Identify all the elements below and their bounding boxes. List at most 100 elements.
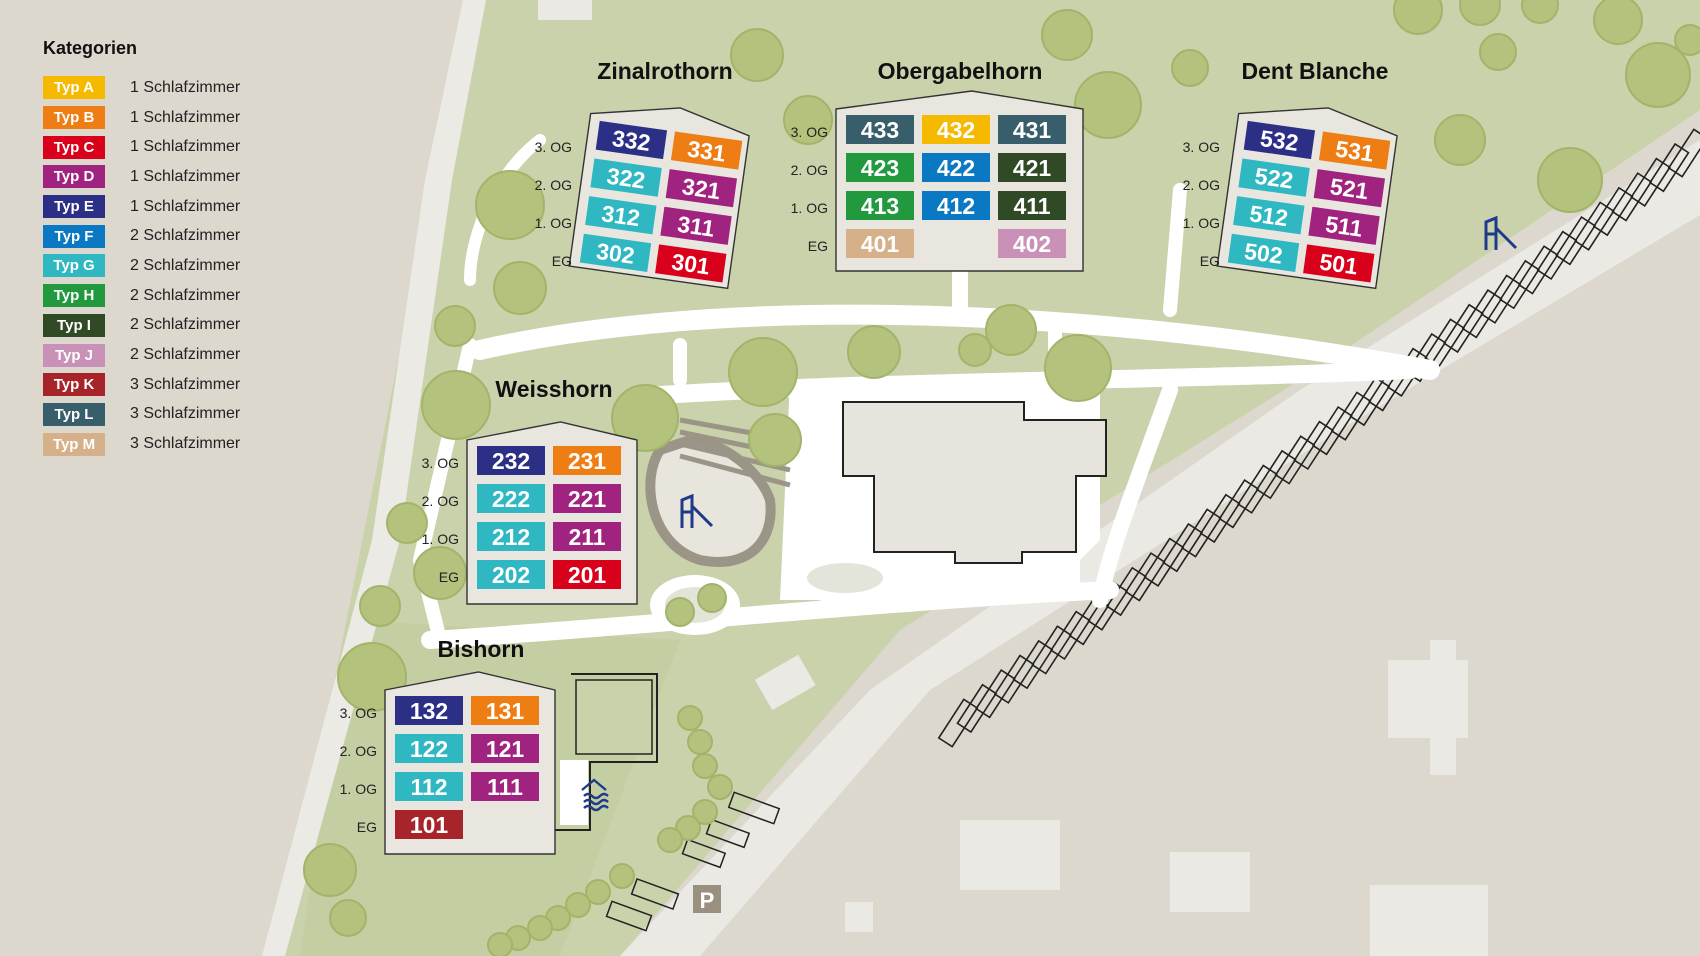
unit-111[interactable] (471, 772, 539, 801)
unit-222[interactable] (477, 484, 545, 513)
floor-label: 2. OG (791, 162, 828, 178)
unit-121[interactable] (471, 734, 539, 763)
legend-rooms: 2 Schlafzimmer (130, 316, 241, 334)
unit-number: 522 (1253, 163, 1295, 194)
unit-422[interactable] (922, 153, 990, 182)
unit-number: 431 (1013, 117, 1052, 143)
unit-502[interactable] (1227, 233, 1300, 272)
unit-number: 202 (492, 562, 530, 588)
unit-421[interactable] (998, 153, 1066, 182)
unit-433[interactable] (846, 115, 914, 144)
unit-312[interactable] (585, 196, 657, 235)
unit-number: 433 (861, 117, 899, 143)
unit-301[interactable] (655, 244, 727, 283)
unit-423[interactable] (846, 153, 914, 182)
legend-swatch: Typ L (43, 402, 105, 426)
unit-412[interactable] (922, 191, 990, 220)
legend-swatch: Typ E (43, 195, 105, 219)
unit-number: 302 (595, 238, 637, 269)
unit-number: 402 (1013, 231, 1051, 257)
unit-202[interactable] (477, 560, 545, 589)
legend-rooms: 1 Schlafzimmer (130, 167, 241, 185)
legend-swatch: Typ K (43, 373, 105, 397)
unit-231[interactable] (553, 446, 621, 475)
unit-413[interactable] (846, 191, 914, 220)
unit-221[interactable] (553, 484, 621, 513)
unit-332[interactable] (595, 120, 668, 160)
unit-531[interactable] (1318, 131, 1391, 170)
building-name: Zinalrothorn (597, 58, 732, 84)
floor-label: EG (552, 253, 572, 269)
unit-512[interactable] (1233, 196, 1305, 235)
unit-432[interactable] (922, 115, 990, 144)
legend-rooms: 2 Schlafzimmer (130, 346, 241, 364)
unit-522[interactable] (1238, 158, 1310, 197)
unit-521[interactable] (1313, 169, 1386, 208)
unit-122[interactable] (395, 734, 463, 763)
building-name: Obergabelhorn (878, 58, 1043, 84)
unit-number: 112 (410, 774, 447, 800)
unit-number: 232 (492, 448, 530, 474)
unit-131[interactable] (471, 696, 539, 725)
unit-number: 531 (1334, 136, 1376, 167)
unit-321[interactable] (665, 169, 738, 208)
legend-swatch: Typ F (43, 224, 105, 248)
unit-322[interactable] (590, 158, 662, 197)
legend-title: Kategorien (43, 38, 138, 58)
access-road (620, 140, 1700, 956)
unit-112[interactable] (395, 772, 463, 801)
unit-number: 512 (1248, 200, 1290, 231)
legend-rooms: 1 Schlafzimmer (130, 78, 241, 96)
floor-label: 1. OG (535, 215, 572, 231)
unit-number: 211 (568, 524, 605, 550)
floor-label: EG (1200, 253, 1220, 269)
unit-501[interactable] (1303, 244, 1375, 283)
unit-number: 212 (492, 524, 530, 550)
unit-232[interactable] (477, 446, 545, 475)
legend-rooms: 2 Schlafzimmer (130, 227, 241, 245)
unit-201[interactable] (553, 560, 621, 589)
unit-311[interactable] (660, 206, 732, 245)
unit-211[interactable] (553, 522, 621, 551)
unit-101[interactable] (395, 810, 463, 839)
unit-number: 301 (670, 248, 712, 279)
unit-number: 412 (937, 193, 975, 219)
floor-label: EG (808, 238, 828, 254)
unit-331[interactable] (670, 131, 743, 170)
floor-label: 3. OG (422, 455, 459, 471)
unit-511[interactable] (1308, 206, 1380, 245)
unit-number: 321 (680, 173, 722, 204)
swimming-pool-icon (581, 778, 609, 812)
floor-label: EG (357, 819, 377, 835)
unit-431[interactable] (998, 115, 1066, 144)
unit-number: 221 (568, 486, 607, 512)
parking-icon (693, 885, 721, 913)
legend-swatch: Typ G (43, 254, 105, 278)
unit-number: 311 (676, 211, 717, 242)
unit-212[interactable] (477, 522, 545, 551)
unit-401[interactable] (846, 229, 914, 258)
unit-number: 411 (1013, 193, 1050, 219)
unit-132[interactable] (395, 696, 463, 725)
unit-number: 413 (861, 193, 899, 219)
unit-number: 421 (1013, 155, 1052, 181)
building-name: Weisshorn (495, 376, 612, 402)
unit-302[interactable] (579, 233, 652, 272)
unit-411[interactable] (998, 191, 1066, 220)
unit-532[interactable] (1243, 120, 1316, 160)
legend-swatch: Typ M (43, 432, 105, 456)
unit-number: 131 (486, 698, 525, 724)
unit-402[interactable] (998, 229, 1066, 258)
floor-label: 1. OG (422, 531, 459, 547)
